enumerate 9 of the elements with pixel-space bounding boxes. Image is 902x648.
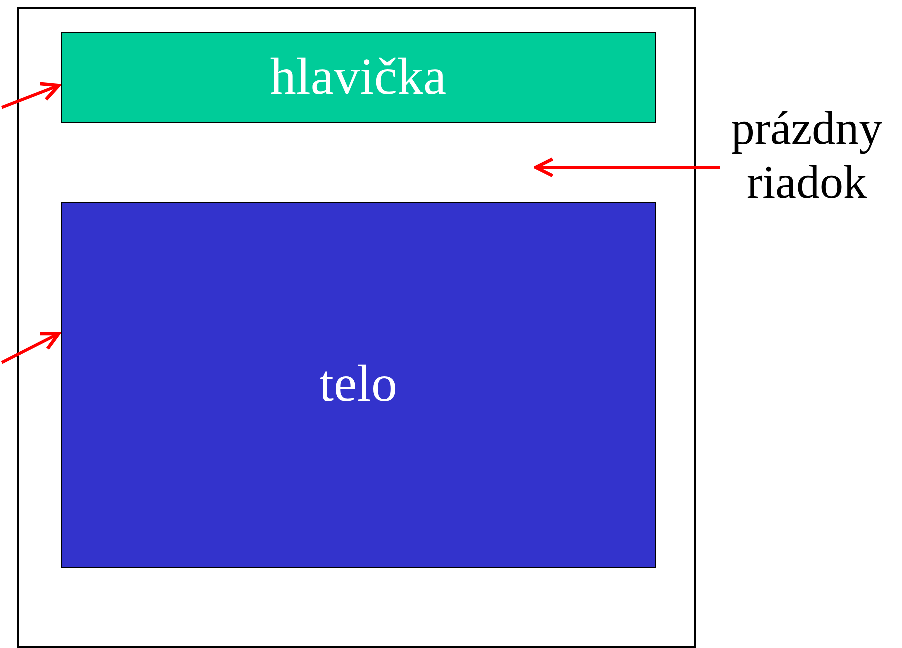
header-box	[61, 32, 656, 123]
leader-line	[1, 332, 61, 364]
page-frame	[17, 7, 696, 648]
body-box	[61, 202, 656, 568]
note-text: prázdny riadok	[730, 102, 884, 210]
leader-line	[534, 158, 720, 178]
box-label: hlavička	[270, 48, 447, 108]
leader-line	[1, 82, 61, 110]
box-label: telo	[320, 355, 398, 415]
